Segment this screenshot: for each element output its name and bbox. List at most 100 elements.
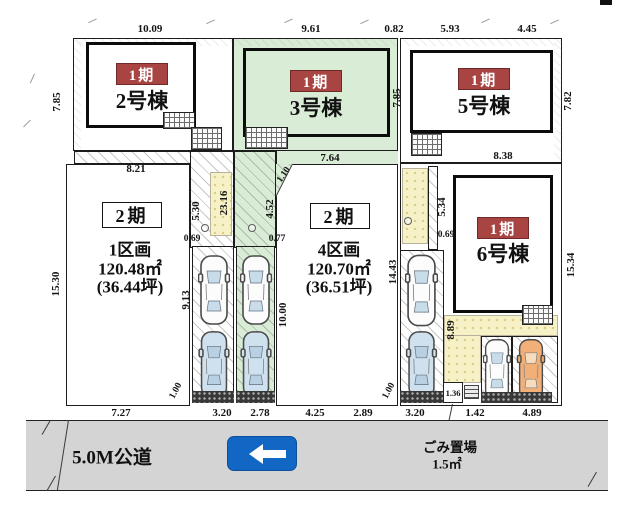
approach-strip-green: [234, 151, 276, 248]
curb-apron: [400, 391, 444, 403]
curb-apron: [481, 392, 512, 403]
road-label: 5.0M公道: [72, 447, 152, 469]
corner-mark: [600, 0, 612, 5]
dim-bottom-2: 3.20: [212, 407, 232, 419]
dim-bottom-1: 7.27: [111, 407, 131, 419]
road-surface: [26, 420, 608, 491]
curb-apron: [512, 392, 552, 403]
building6-name: 6号棟: [476, 242, 530, 266]
divider-hatch-column: [428, 166, 438, 250]
dim-bottom-7: 1.42: [465, 407, 485, 419]
phase-badge-building3: 1期: [290, 70, 342, 92]
dim-top-3: 0.82: [384, 23, 404, 35]
lot1-name: 1区画: [108, 240, 152, 260]
phase2-badge-lot1: 2期: [102, 202, 162, 228]
curb-apron: [236, 391, 275, 403]
garbage-grate-icon: [464, 385, 479, 399]
building-5: [410, 50, 553, 133]
car-icon: [405, 254, 438, 327]
left-arrow-shaft: [261, 449, 286, 458]
lot4-tsubo: (36.51坪): [305, 277, 373, 297]
curb-apron: [192, 391, 234, 403]
dim-0-69-b: 0.69: [437, 230, 455, 240]
garbage-area-box: 1.36: [443, 382, 463, 403]
dim-5-34: 5.34: [436, 197, 448, 217]
approach-yellow-right: [402, 168, 428, 244]
survey-tick: [206, 19, 215, 25]
dim-bottom-8: 4.89: [522, 407, 542, 419]
lot4-area: 120.70㎡: [307, 259, 371, 279]
dim-top-2: 9.61: [301, 23, 321, 35]
dim-bottom-3: 2.78: [250, 407, 270, 419]
dim-left-2: 15.30: [50, 271, 62, 297]
lot1-area: 120.48㎡: [98, 259, 162, 279]
building2-name: 2号棟: [115, 89, 169, 113]
dim-0-69-a: 0.69: [183, 234, 201, 244]
survey-tick: [550, 19, 559, 25]
boundary-ticks: [554, 40, 562, 162]
dim-4-52: 4.52: [264, 199, 276, 219]
survey-tick: [481, 18, 490, 24]
porch-building5: [411, 133, 442, 156]
car-icon: [405, 331, 438, 398]
approach-yellow-strip: [210, 172, 232, 236]
left-arrow-sign: [227, 436, 297, 471]
lot1-tsubo: (36.44坪): [96, 277, 164, 297]
dim-9-13: 9.13: [180, 290, 192, 310]
dim-8-21: 8.21: [126, 163, 146, 175]
dim-right-2: 15.34: [565, 252, 577, 278]
water-meter-icon: [248, 224, 256, 232]
dim-right-1: 7.82: [562, 91, 574, 111]
car-icon: [240, 255, 272, 325]
lot4-name: 4区画: [317, 240, 361, 260]
survey-tick: [23, 119, 32, 128]
porch-building2-outer: [191, 127, 222, 150]
setback-band-green: [276, 151, 398, 164]
dim-10-00: 10.00: [277, 302, 289, 328]
building3-name: 3号棟: [289, 96, 343, 120]
phase-badge-building2: 1期: [116, 63, 168, 85]
dim-bottom-5: 2.89: [353, 407, 373, 419]
boundary-ticks: [234, 39, 397, 46]
dim-7-64: 7.64: [320, 152, 340, 164]
phase-badge-building5: 1期: [458, 68, 510, 90]
dim-8-89: 8.89: [445, 320, 457, 340]
dim-bottom-4: 4.25: [305, 407, 325, 419]
garbage-width-label: 1.36: [445, 387, 461, 398]
porch-building2-inner: [163, 112, 195, 129]
survey-tick: [88, 18, 97, 24]
dim-0-77: 0.77: [268, 234, 286, 244]
dim-8-38: 8.38: [493, 150, 513, 162]
car-icon: [516, 339, 546, 400]
dim-top-4: 5.93: [440, 23, 460, 35]
car-icon: [198, 331, 230, 398]
dim-14-43: 14.43: [387, 259, 399, 285]
survey-tick: [360, 19, 369, 25]
dim-23-16: 23.16: [218, 190, 230, 216]
water-meter-icon: [201, 224, 209, 232]
dim-7-85-mid: 7.85: [391, 88, 403, 108]
boundary-ticks: [401, 39, 561, 46]
car-icon: [198, 255, 230, 325]
building-6: [453, 175, 553, 313]
dim-top-5: 4.45: [517, 23, 537, 35]
water-meter-icon: [404, 217, 412, 225]
porch-building6: [522, 305, 553, 325]
boundary-ticks: [74, 40, 81, 150]
garbage-size-label: 1.5㎡: [432, 456, 462, 472]
phase2-badge-lot4: 2期: [310, 203, 370, 229]
car-icon: [240, 331, 272, 398]
dim-5-30: 5.30: [190, 201, 202, 221]
phase-badge-building6: 1期: [477, 217, 529, 239]
survey-tick: [284, 18, 293, 24]
dim-top-1: 10.09: [137, 23, 163, 35]
porch-building3: [245, 127, 288, 149]
dim-left-1: 7.85: [51, 92, 63, 112]
building-3: [243, 48, 390, 137]
garbage-label: ごみ置場: [423, 440, 477, 455]
dim-bottom-6: 3.20: [405, 407, 425, 419]
survey-tick: [29, 73, 36, 84]
left-arrow-icon: [239, 443, 263, 464]
yellow-strip-vertical: [444, 335, 481, 383]
